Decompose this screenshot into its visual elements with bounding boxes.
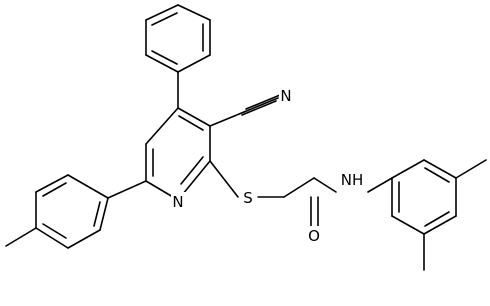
thioether-acetamide [209,160,393,227]
atom-n-pyridine: N [171,192,186,211]
atom-s-thioether: S [241,188,256,207]
amide-nh-label: NH [341,171,364,189]
dimethylphenyl-ring [391,159,487,271]
pyridine-nitrogen-label: N [172,193,183,211]
nitrile-nitrogen-label: N [280,87,291,105]
pyridine-ring [145,107,211,201]
bond-upper-methyl [455,159,487,179]
sulfur-label: S [243,189,253,207]
nitrile-group [209,94,281,127]
carbonyl-oxygen-label: O [308,227,320,245]
atom-nh-amide: NH [337,170,367,189]
tolyl-ring [5,174,147,249]
atom-n-nitrile: N [279,86,294,105]
atom-o-carbonyl: O [307,226,322,245]
phenyl-ring [145,4,211,73]
bond-tolyl-methyl [5,227,37,247]
